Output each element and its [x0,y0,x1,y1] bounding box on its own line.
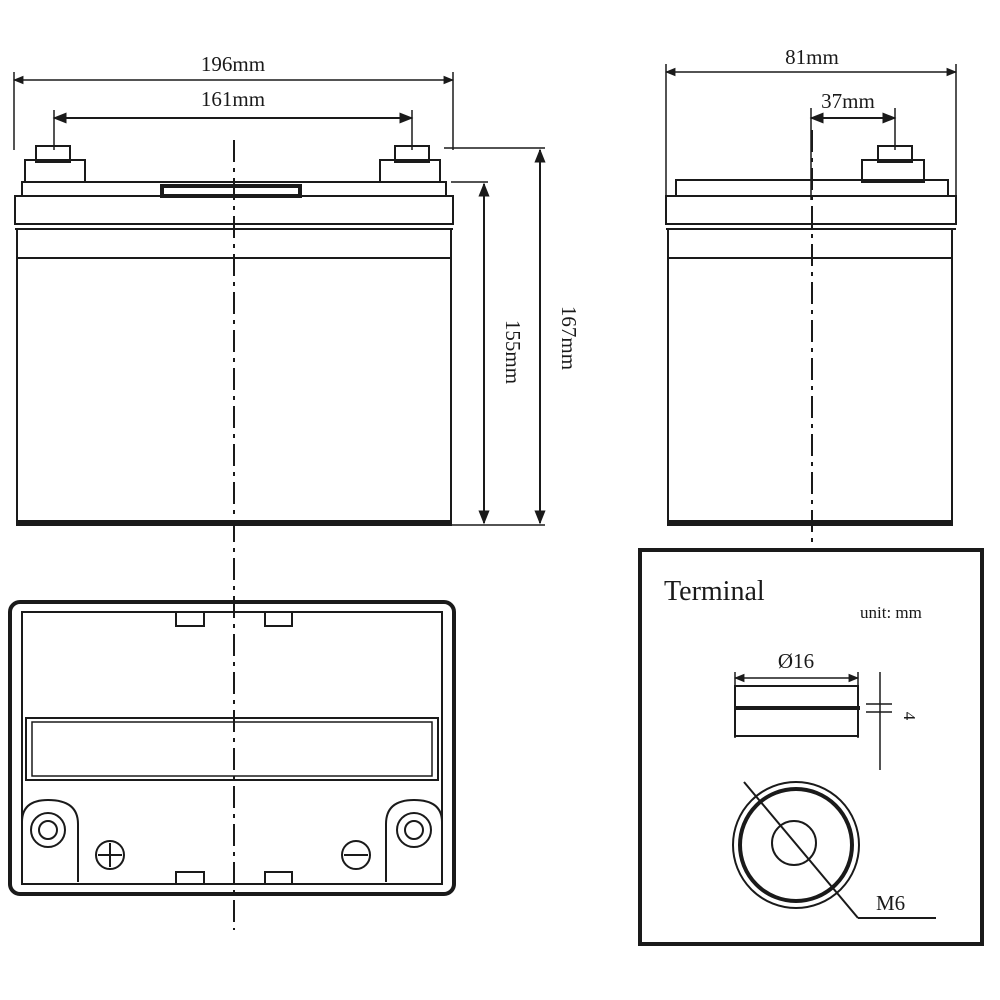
side-body [667,228,953,526]
left-terminal [24,145,86,183]
depth-label: 81mm [785,45,839,69]
thickness-label: 4 [900,712,919,721]
terminal-title: Terminal [664,576,765,607]
terminal-detail-frame [638,548,984,946]
bolt-label: M6 [876,891,905,915]
top-view-outline [8,600,456,896]
terminal-spacing-label: 161mm [201,87,265,111]
terminal-detail: Terminal unit: mm Ø16 4 M6 [638,548,984,946]
diameter-label: Ø16 [778,649,814,673]
plus-symbol [95,840,125,870]
side-view: 81mm 37mm [664,45,958,548]
right-terminal-pad [385,798,443,882]
top-view [8,600,456,896]
terminal-offset-label: 37mm [821,89,875,113]
minus-symbol [341,840,371,870]
right-terminal [379,145,441,183]
left-terminal-pad [21,798,79,882]
unit-label: unit: mm [860,603,922,622]
height-155-label: 155mm [501,320,525,384]
height-167-label: 167mm [557,306,581,370]
front-view: 196mm 161mm 155mm 167mm [12,52,581,526]
lid-vent [160,184,302,198]
label-recess [25,717,439,781]
width-label: 196mm [201,52,265,76]
bolt-leader-line [743,781,859,919]
terminal-top-circle [732,781,860,909]
side-terminal [861,145,925,183]
